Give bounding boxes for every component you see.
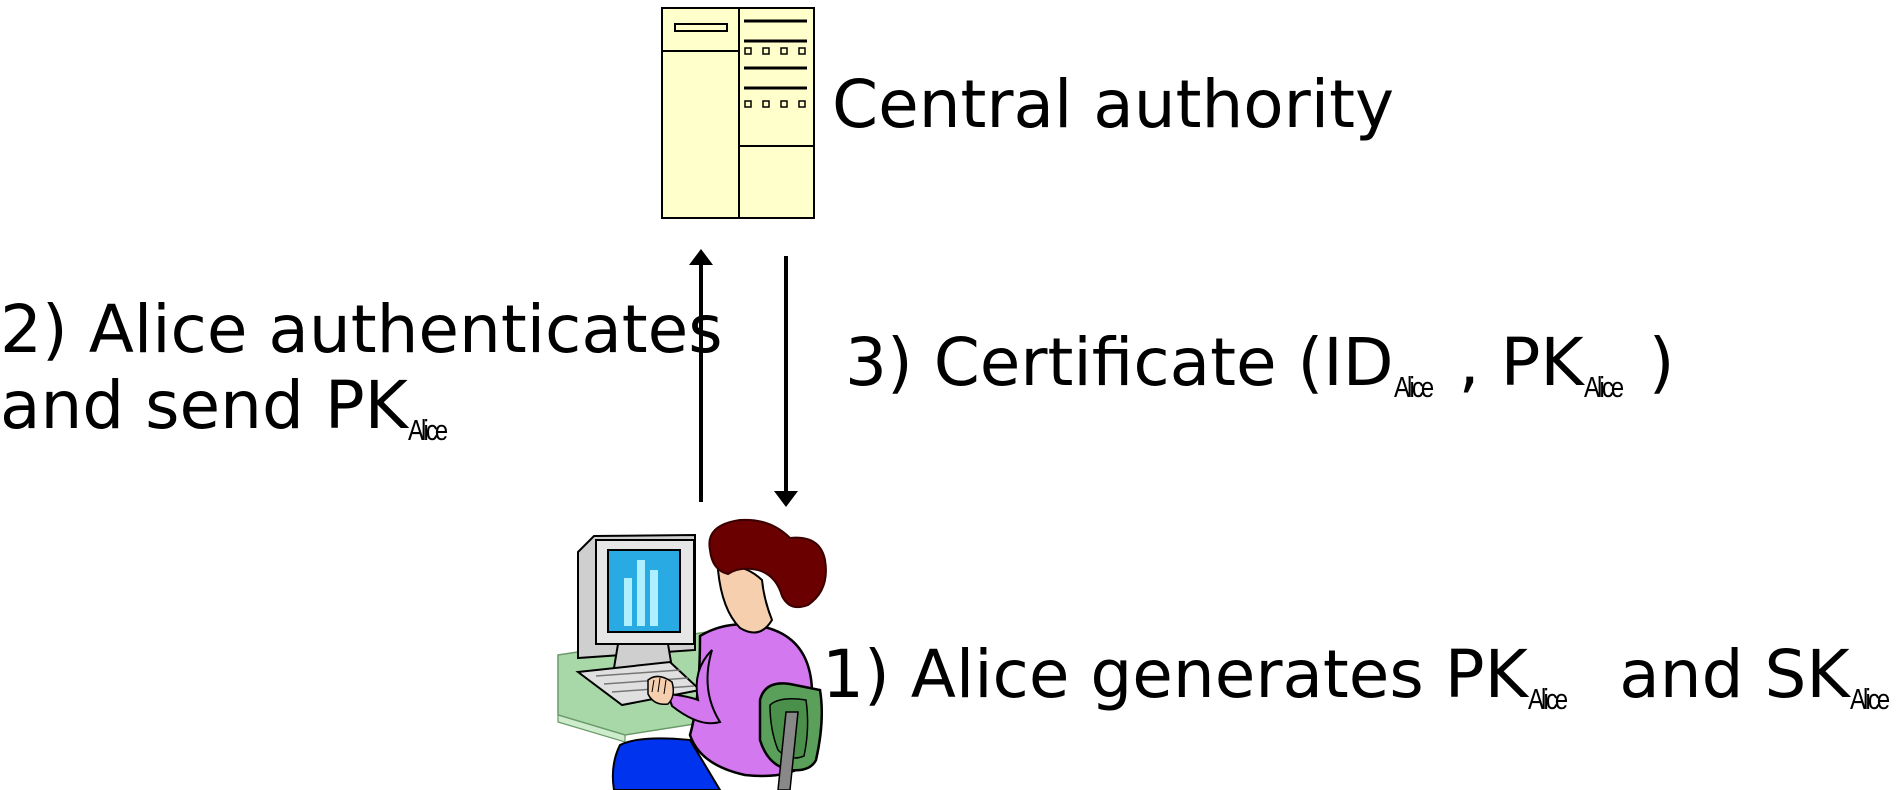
step1-label: 1) Alice generates PKAlice and SKAlice bbox=[822, 642, 1894, 715]
step1-subscript-2: Alice bbox=[1849, 684, 1890, 717]
step1-subscript-1: Alice bbox=[1527, 684, 1568, 717]
arrow-down-certificate bbox=[774, 256, 798, 507]
step1-middle: and SK bbox=[1598, 636, 1850, 713]
step2-subscript: Alice bbox=[407, 415, 448, 448]
step2-label: 2) Alice authenticates and send PKAlice bbox=[0, 297, 723, 446]
central-authority-label: Central authority bbox=[832, 72, 1394, 138]
step3-middle: , PK bbox=[1437, 324, 1584, 401]
step1-prefix: 1) Alice generates PK bbox=[822, 636, 1528, 713]
step2-line2: and send PKAlice bbox=[0, 373, 723, 446]
step3-suffix: ) bbox=[1627, 324, 1675, 401]
step3-subscript-1: Alice bbox=[1393, 372, 1434, 405]
server-icon bbox=[661, 7, 815, 219]
step3-prefix: 3) Certificate (ID bbox=[845, 324, 1394, 401]
step3-label: 3) Certificate (IDAlice , PKAlice ) bbox=[845, 330, 1674, 403]
step2-line2-text: and send PK bbox=[0, 367, 408, 444]
central-authority-text: Central authority bbox=[832, 66, 1395, 143]
step3-subscript-2: Alice bbox=[1583, 372, 1624, 405]
alice-at-computer-icon bbox=[557, 518, 827, 790]
arrow-up-authenticate bbox=[689, 249, 713, 502]
step2-line1: 2) Alice authenticates bbox=[0, 291, 723, 368]
